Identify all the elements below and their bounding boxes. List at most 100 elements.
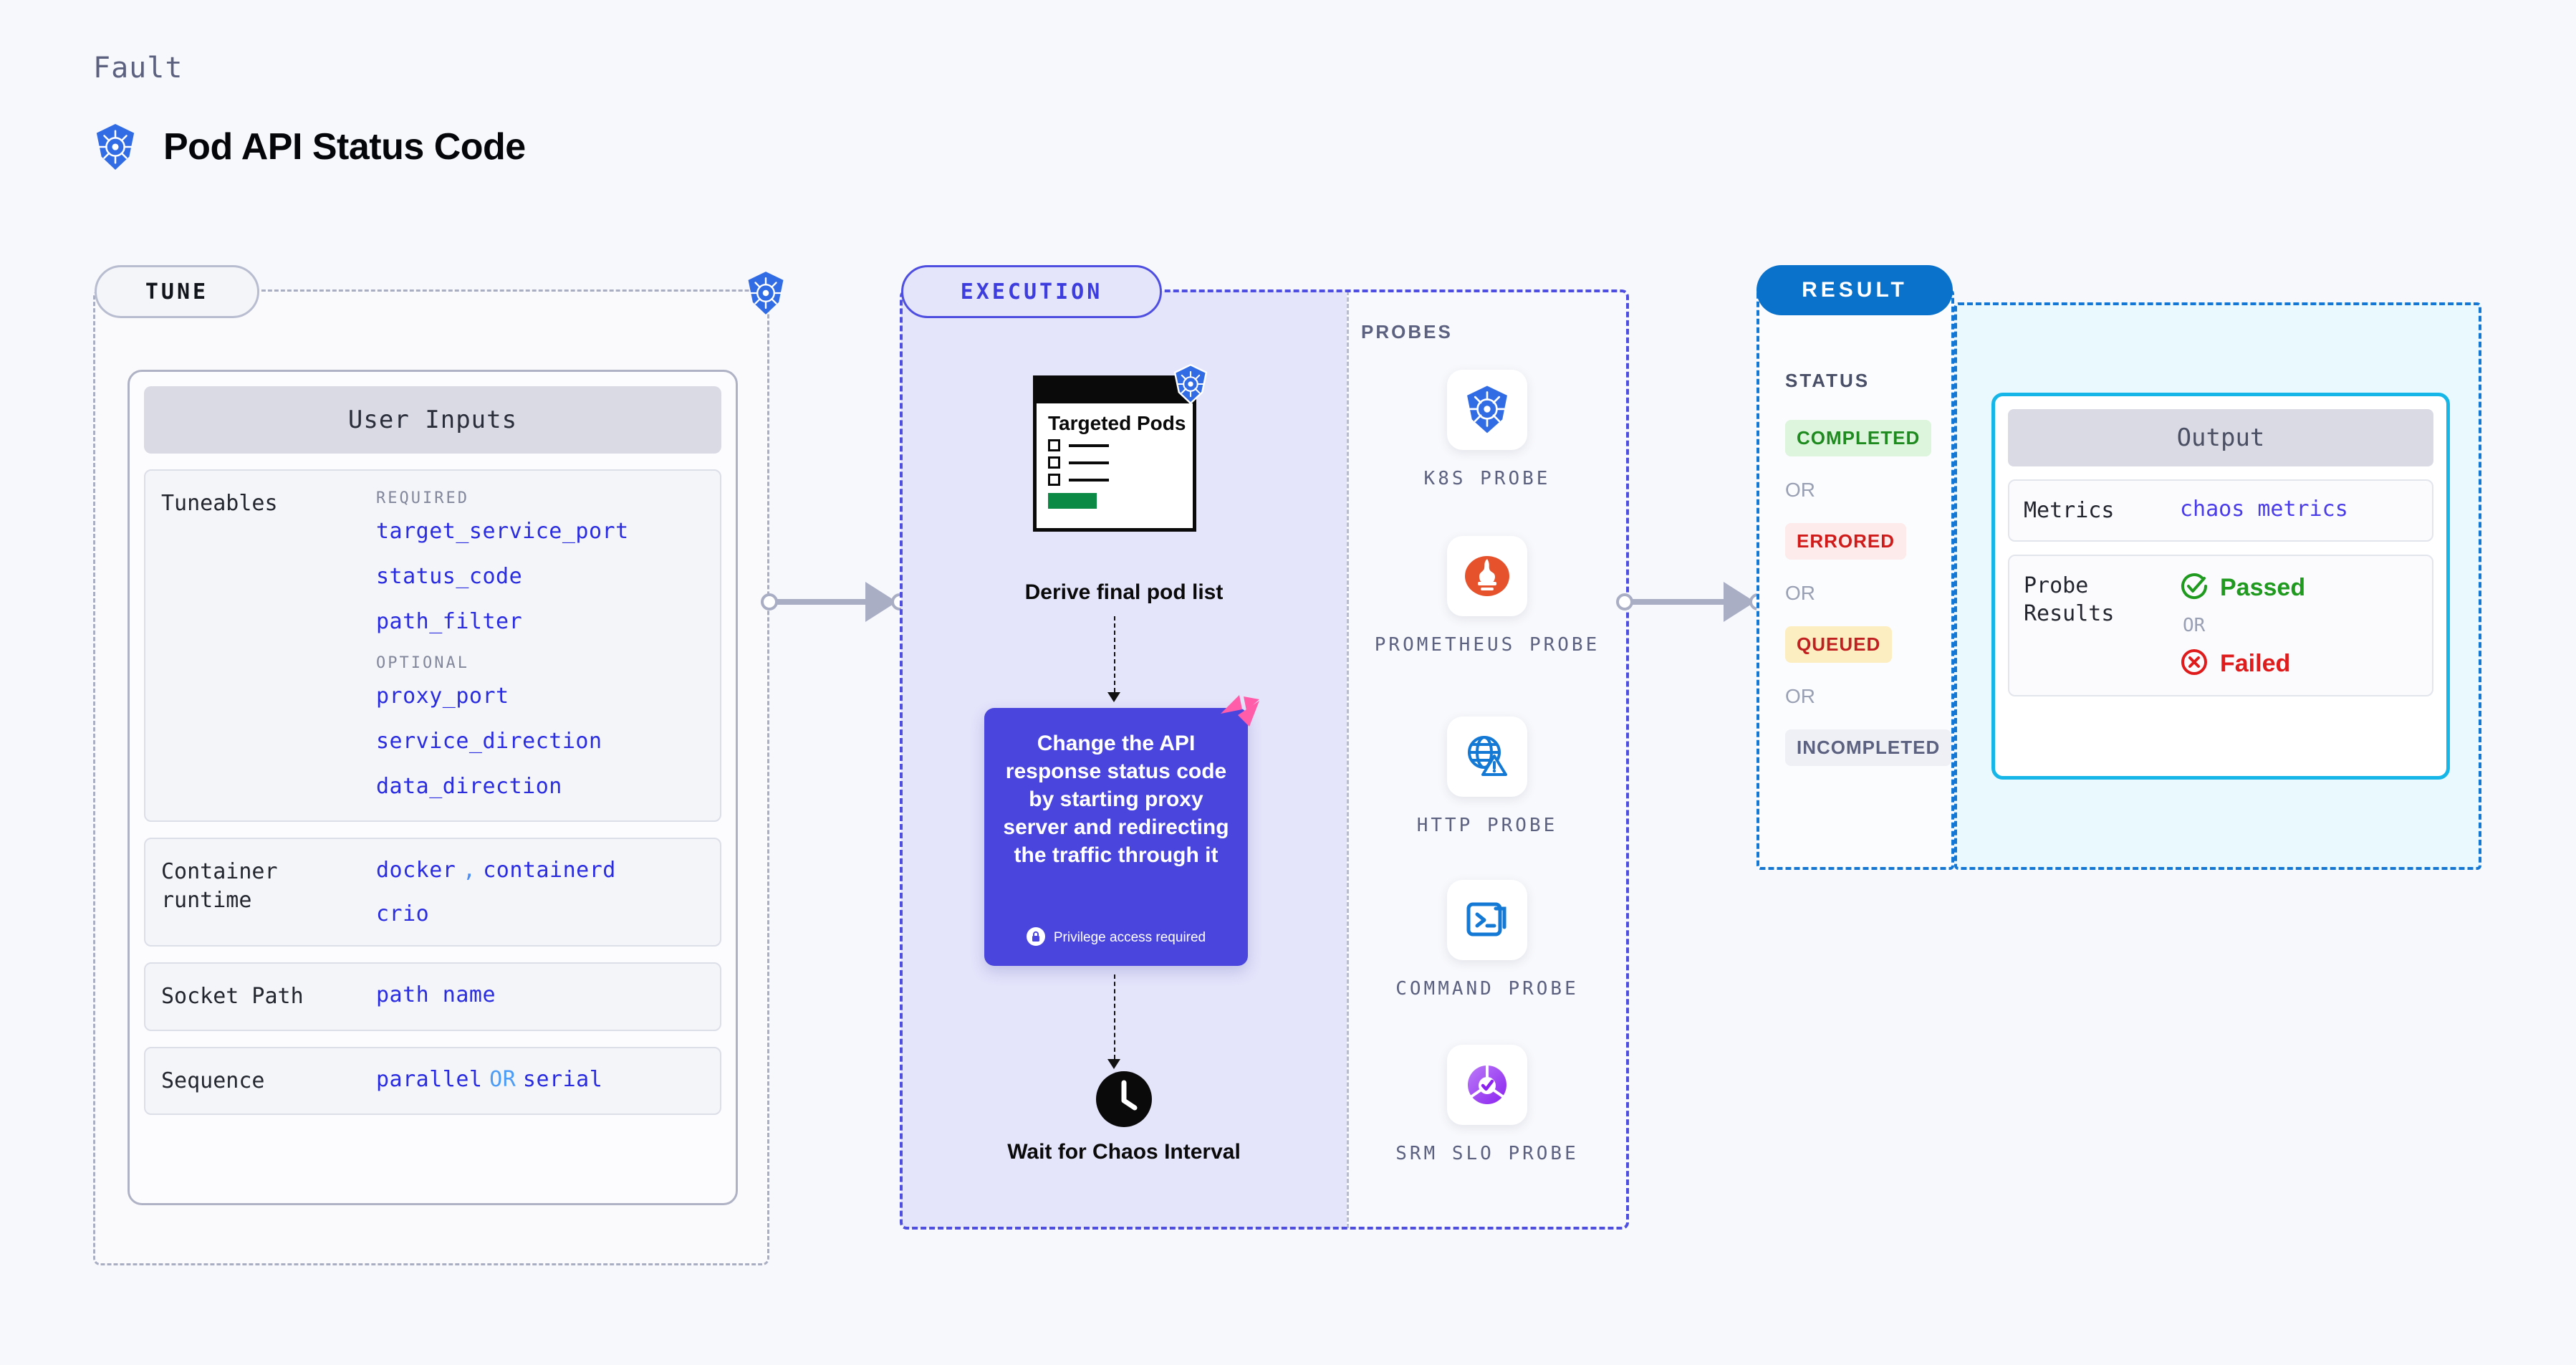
- derive-pod-list-label: Derive final pod list: [1024, 580, 1224, 604]
- tuneable-service-direction[interactable]: service_direction: [376, 729, 602, 754]
- checkbox-icon: [1048, 474, 1060, 487]
- probe-k8s[interactable]: K8S PROBE: [1347, 370, 1628, 492]
- probe-label: COMMAND PROBE: [1395, 978, 1579, 1000]
- required-kicker: REQUIRED: [376, 489, 469, 507]
- pod-list-item: [1037, 434, 1193, 452]
- probe-results-label: Probe Results: [2024, 573, 2115, 626]
- tuneable-path-filter[interactable]: path_filter: [376, 609, 523, 634]
- checkbox-icon: [1048, 456, 1060, 469]
- execution-stage-pill[interactable]: EXECUTION: [901, 265, 1162, 318]
- metrics-row: Metrics chaos metrics: [2008, 479, 2433, 542]
- probe-http[interactable]: HTTP PROBE: [1347, 717, 1628, 839]
- sequence-serial[interactable]: serial: [522, 1066, 603, 1092]
- tuneables-label: Tuneables: [161, 491, 278, 516]
- lock-icon: [1026, 927, 1045, 949]
- socket-path-row: Socket Path path name: [144, 962, 721, 1031]
- verdict-separator: OR: [2183, 615, 2206, 636]
- page-title-row: Pod API Status Code: [93, 123, 526, 171]
- probe-results-row: Probe Results Passed OR: [2008, 555, 2433, 696]
- sequence-label: Sequence: [161, 1068, 265, 1093]
- list-rule: [1069, 461, 1109, 464]
- kubernetes-icon: [1447, 370, 1527, 450]
- fault-kicker: Fault: [93, 52, 183, 85]
- metrics-value[interactable]: chaos metrics: [2180, 497, 2348, 522]
- status-kicker: STATUS: [1785, 370, 1870, 391]
- runtime-separator: ,: [463, 858, 476, 883]
- checkbox-icon: [1048, 439, 1060, 452]
- privilege-text: Privilege access required: [1053, 930, 1206, 945]
- sequence-parallel[interactable]: parallel: [376, 1066, 483, 1092]
- passed-label: Passed: [2220, 573, 2306, 601]
- pod-list-item: [1037, 469, 1193, 487]
- list-rule: [1069, 478, 1109, 482]
- x-circle-icon: [2180, 648, 2209, 679]
- targeted-pods-title: Targeted Pods: [1048, 412, 1186, 434]
- privilege-note: Privilege access required: [1026, 927, 1206, 949]
- result-stage-pill[interactable]: RESULT: [1756, 265, 1953, 315]
- output-title: Output: [2008, 409, 2433, 466]
- probe-label: K8S PROBE: [1423, 468, 1551, 489]
- probe-prometheus[interactable]: PROMETHEUS PROBE: [1347, 536, 1628, 658]
- harness-logo-icon: [1218, 694, 1262, 734]
- status-badge-incompleted: INCOMPLETED: [1785, 729, 1952, 766]
- optional-kicker: OPTIONAL: [376, 654, 469, 672]
- progress-bar: [1048, 493, 1097, 509]
- probes-header: PROBES: [1361, 321, 1453, 343]
- connector-tune-execution: [761, 580, 913, 623]
- runtime-docker[interactable]: docker: [376, 858, 456, 883]
- probe-label: PROMETHEUS PROBE: [1374, 634, 1600, 656]
- status-badge-errored: ERRORED: [1785, 523, 1907, 560]
- targeted-pods-card: Targeted Pods: [1033, 375, 1196, 532]
- wait-for-chaos-interval-label: Wait for Chaos Interval: [1007, 1140, 1241, 1164]
- status-badge-completed: COMPLETED: [1785, 420, 1932, 456]
- flow-arrow-head: [1107, 692, 1120, 702]
- pod-list-item: [1037, 451, 1193, 469]
- probe-command[interactable]: COMMAND PROBE: [1347, 880, 1628, 1002]
- kubernetes-icon: [1172, 363, 1209, 405]
- tuneables-row: Tuneables REQUIRED target_service_port s…: [144, 469, 721, 822]
- prometheus-icon: [1447, 536, 1527, 616]
- container-runtime-label: Container runtime: [161, 859, 278, 913]
- clock-icon: [1095, 1070, 1153, 1129]
- runtime-containerd[interactable]: containerd: [483, 858, 616, 883]
- status-separator: OR: [1785, 479, 1815, 501]
- globe-warning-icon: [1447, 717, 1527, 797]
- card-topbar: [1037, 379, 1193, 403]
- socket-path-value[interactable]: path name: [376, 982, 496, 1007]
- probe-label: SRM SLO PROBE: [1395, 1143, 1579, 1164]
- output-card: Output Metrics chaos metrics Probe Resul…: [1991, 393, 2450, 780]
- status-separator: OR: [1785, 582, 1815, 604]
- sequence-operator: OR: [489, 1066, 516, 1092]
- failed-label: Failed: [2220, 649, 2291, 677]
- kubernetes-icon: [93, 123, 138, 171]
- action-description: Change the API response status code by s…: [1003, 732, 1229, 867]
- tuneable-status-code[interactable]: status_code: [376, 564, 523, 589]
- socket-path-label: Socket Path: [161, 984, 304, 1009]
- tuneable-data-direction[interactable]: data_direction: [376, 774, 562, 799]
- tuneable-target-service-port[interactable]: target_service_port: [376, 519, 629, 544]
- page-title: Pod API Status Code: [163, 126, 526, 168]
- metrics-label: Metrics: [2024, 498, 2115, 523]
- flow-arrow-head: [1107, 1059, 1120, 1069]
- verdict-failed: Failed: [2180, 648, 2305, 679]
- terminal-icon: [1447, 880, 1527, 960]
- action-card: Change the API response status code by s…: [984, 708, 1248, 966]
- status-badge-queued: QUEUED: [1785, 626, 1893, 663]
- kubernetes-icon: [745, 271, 787, 315]
- flow-arrow-line: [1114, 974, 1115, 1059]
- tune-stage-pill[interactable]: TUNE: [95, 265, 259, 318]
- container-runtime-row: Container runtime docker , containerd cr…: [144, 838, 721, 947]
- status-separator: OR: [1785, 685, 1815, 707]
- probe-label: HTTP PROBE: [1416, 815, 1558, 836]
- runtime-crio[interactable]: crio: [376, 901, 430, 926]
- user-inputs-card: User Inputs Tuneables REQUIRED target_se…: [128, 370, 738, 1205]
- list-rule: [1069, 444, 1109, 447]
- check-circle-icon: [2180, 572, 2209, 603]
- tuneable-proxy-port[interactable]: proxy_port: [376, 684, 509, 709]
- sequence-row: Sequence parallel OR serial: [144, 1046, 721, 1116]
- connector-execution-result: [1616, 580, 1771, 623]
- srm-slo-icon: [1447, 1045, 1527, 1125]
- flow-arrow-line: [1114, 616, 1115, 692]
- probe-srm-slo[interactable]: SRM SLO PROBE: [1347, 1045, 1628, 1167]
- user-inputs-title: User Inputs: [144, 386, 721, 454]
